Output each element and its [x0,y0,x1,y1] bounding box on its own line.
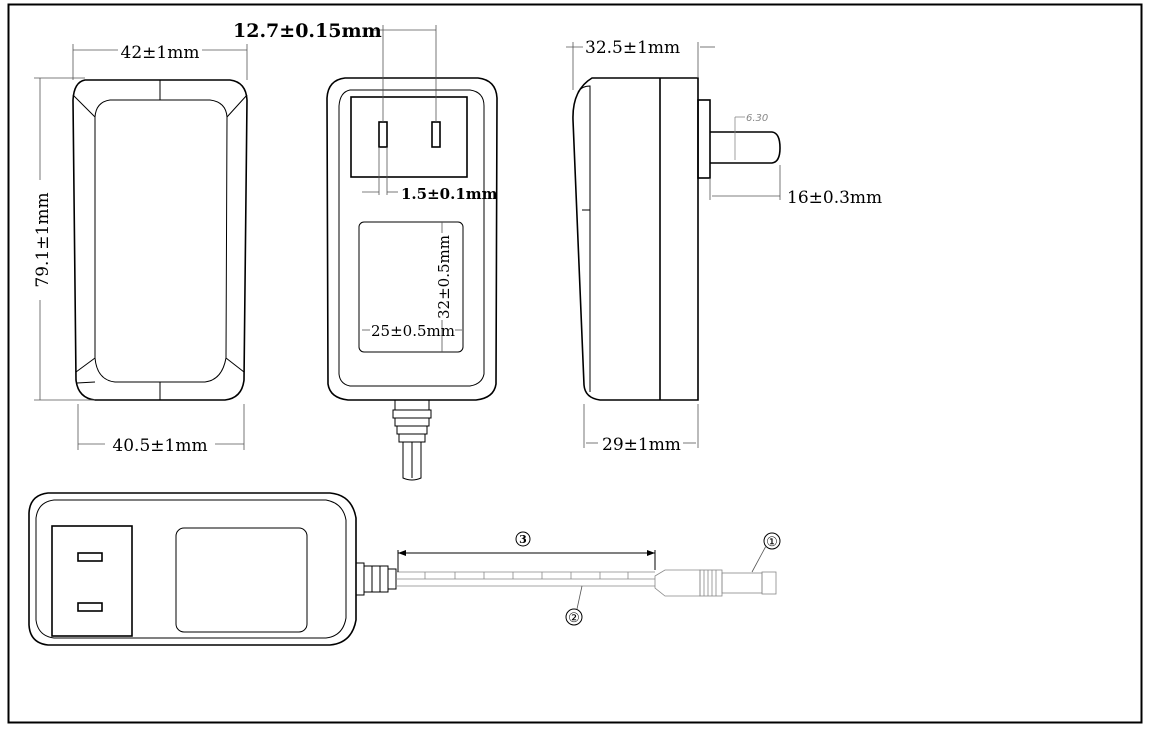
dc-plug-tip [761,571,777,595]
plug-recess [350,96,468,178]
dim-side-depth-bottom: 29±1mm [602,435,681,455]
dim-pin-width: 1.5±0.1mm [401,185,498,203]
drawing-border [7,3,1143,724]
callout-dc-plug [763,532,781,550]
callout-cable [565,608,583,626]
pin-right [431,121,441,148]
dim-label-height: 32±0.5mm [435,235,453,319]
callout-cable-length [515,531,531,547]
dim-pin-length: 16±0.3mm [787,188,882,208]
pin-base [697,99,711,179]
side-view [566,42,781,448]
callout-dc-plug-label: ① [766,535,778,550]
dim-pin-small: 6.30 [746,113,768,124]
dim-side-depth-top: 32.5±1mm [585,38,680,58]
pin-left [378,121,388,148]
dim-front-width-bottom: 40.5±1mm [112,436,207,456]
dim-pin-spacing: 12.7±0.15mm [233,20,382,42]
dim-front-height: 79.1±1mm [33,192,53,287]
assembly-view [28,492,781,646]
label-area [358,221,464,353]
dc-plug-body [654,569,701,597]
dim-label-width: 25±0.5mm [371,322,455,340]
pin-side [710,131,781,164]
callout-cable-label: ② [568,611,580,626]
front-view [34,44,248,450]
dim-front-width-top: 42±1mm [121,43,200,63]
pin-bottom [77,602,103,612]
label-plate [175,527,308,633]
pin-top [77,552,103,562]
callout-cable-length-label: 3 [519,533,527,546]
back-view [326,25,498,481]
plug-face [51,525,133,637]
